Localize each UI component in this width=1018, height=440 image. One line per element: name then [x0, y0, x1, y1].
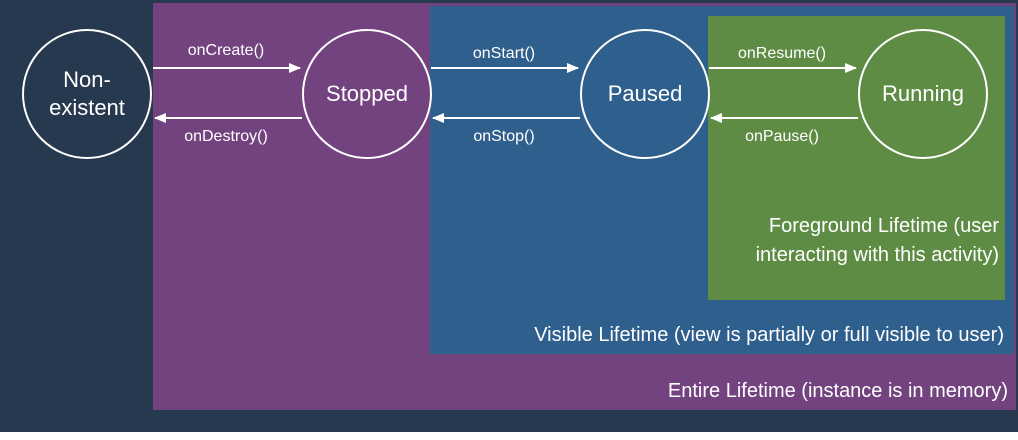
- on-destroy-label: onDestroy(): [184, 128, 268, 145]
- visible-lifetime-label: Visible Lifetime (view is partially or f…: [534, 324, 1004, 346]
- entire-lifetime-label: Entire Lifetime (instance is in memory): [667, 380, 1008, 402]
- state-running-label: Running: [882, 81, 964, 106]
- state-nonexistent: Non-existent: [22, 29, 152, 159]
- state-stopped-label: Stopped: [326, 81, 408, 106]
- foreground-lifetime-label: Foreground Lifetime (user interacting wi…: [755, 215, 999, 266]
- on-start-label: onStart(): [472, 45, 536, 62]
- on-create-label: onCreate(): [187, 42, 265, 59]
- state-nonexistent-label: Non-existent: [49, 67, 125, 120]
- state-paused-label: Paused: [607, 81, 683, 106]
- state-paused: Paused: [580, 29, 710, 159]
- on-resume-label: onResume(): [737, 45, 827, 62]
- state-running: Running: [858, 29, 988, 159]
- on-stop-label: onStop(): [473, 128, 535, 145]
- state-stopped: Stopped: [302, 29, 432, 159]
- on-pause-label: onPause(): [745, 128, 819, 145]
